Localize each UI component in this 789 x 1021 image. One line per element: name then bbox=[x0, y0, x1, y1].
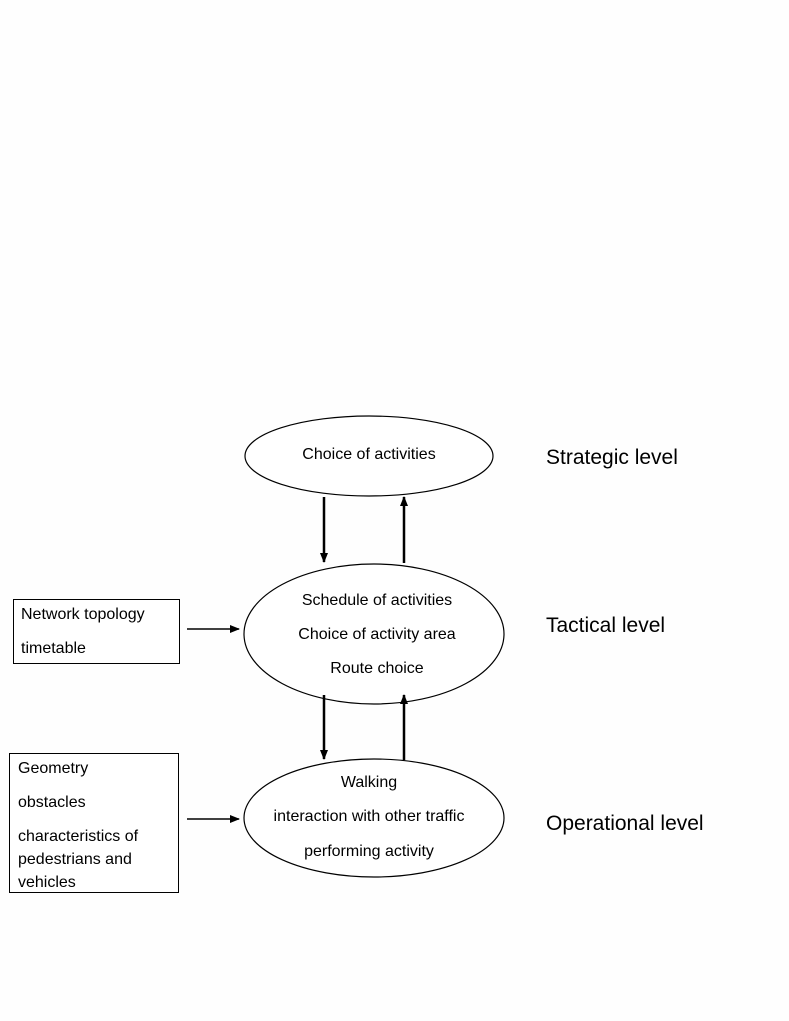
tactical-node-line-2: Choice of activity area bbox=[298, 626, 456, 643]
tactical-input-box bbox=[13, 599, 180, 664]
strategic-level-label: Strategic level bbox=[546, 446, 678, 469]
tactical-input-line-2: timetable bbox=[21, 640, 86, 657]
operational-input-line-4: pedestrians and bbox=[18, 851, 132, 868]
tactical-level-label: Tactical level bbox=[546, 614, 666, 637]
operational-node-line-3: performing activity bbox=[304, 843, 434, 860]
operational-node-line-1: Walking bbox=[340, 774, 398, 791]
operational-input-line-1: Geometry bbox=[18, 760, 89, 777]
operational-level-label: Operational level bbox=[546, 812, 704, 835]
operational-ellipse bbox=[243, 758, 505, 878]
operational-node-line-2: interaction with other traffic bbox=[273, 808, 465, 825]
tactical-ellipse bbox=[243, 563, 505, 705]
tactical-node-line-3: Route choice bbox=[330, 660, 424, 677]
operational-input-line-5: vehicles bbox=[18, 874, 76, 891]
operational-input-line-2: obstacles bbox=[18, 794, 86, 811]
operational-input-box bbox=[9, 753, 179, 893]
strategic-ellipse bbox=[244, 415, 494, 497]
tactical-node-line-1: Schedule of activities bbox=[301, 592, 453, 609]
strategic-node-label: Choice of activities bbox=[302, 446, 436, 463]
tactical-input-line-1: Network topology bbox=[21, 606, 145, 623]
operational-input-line-3: characteristics of bbox=[18, 828, 139, 845]
